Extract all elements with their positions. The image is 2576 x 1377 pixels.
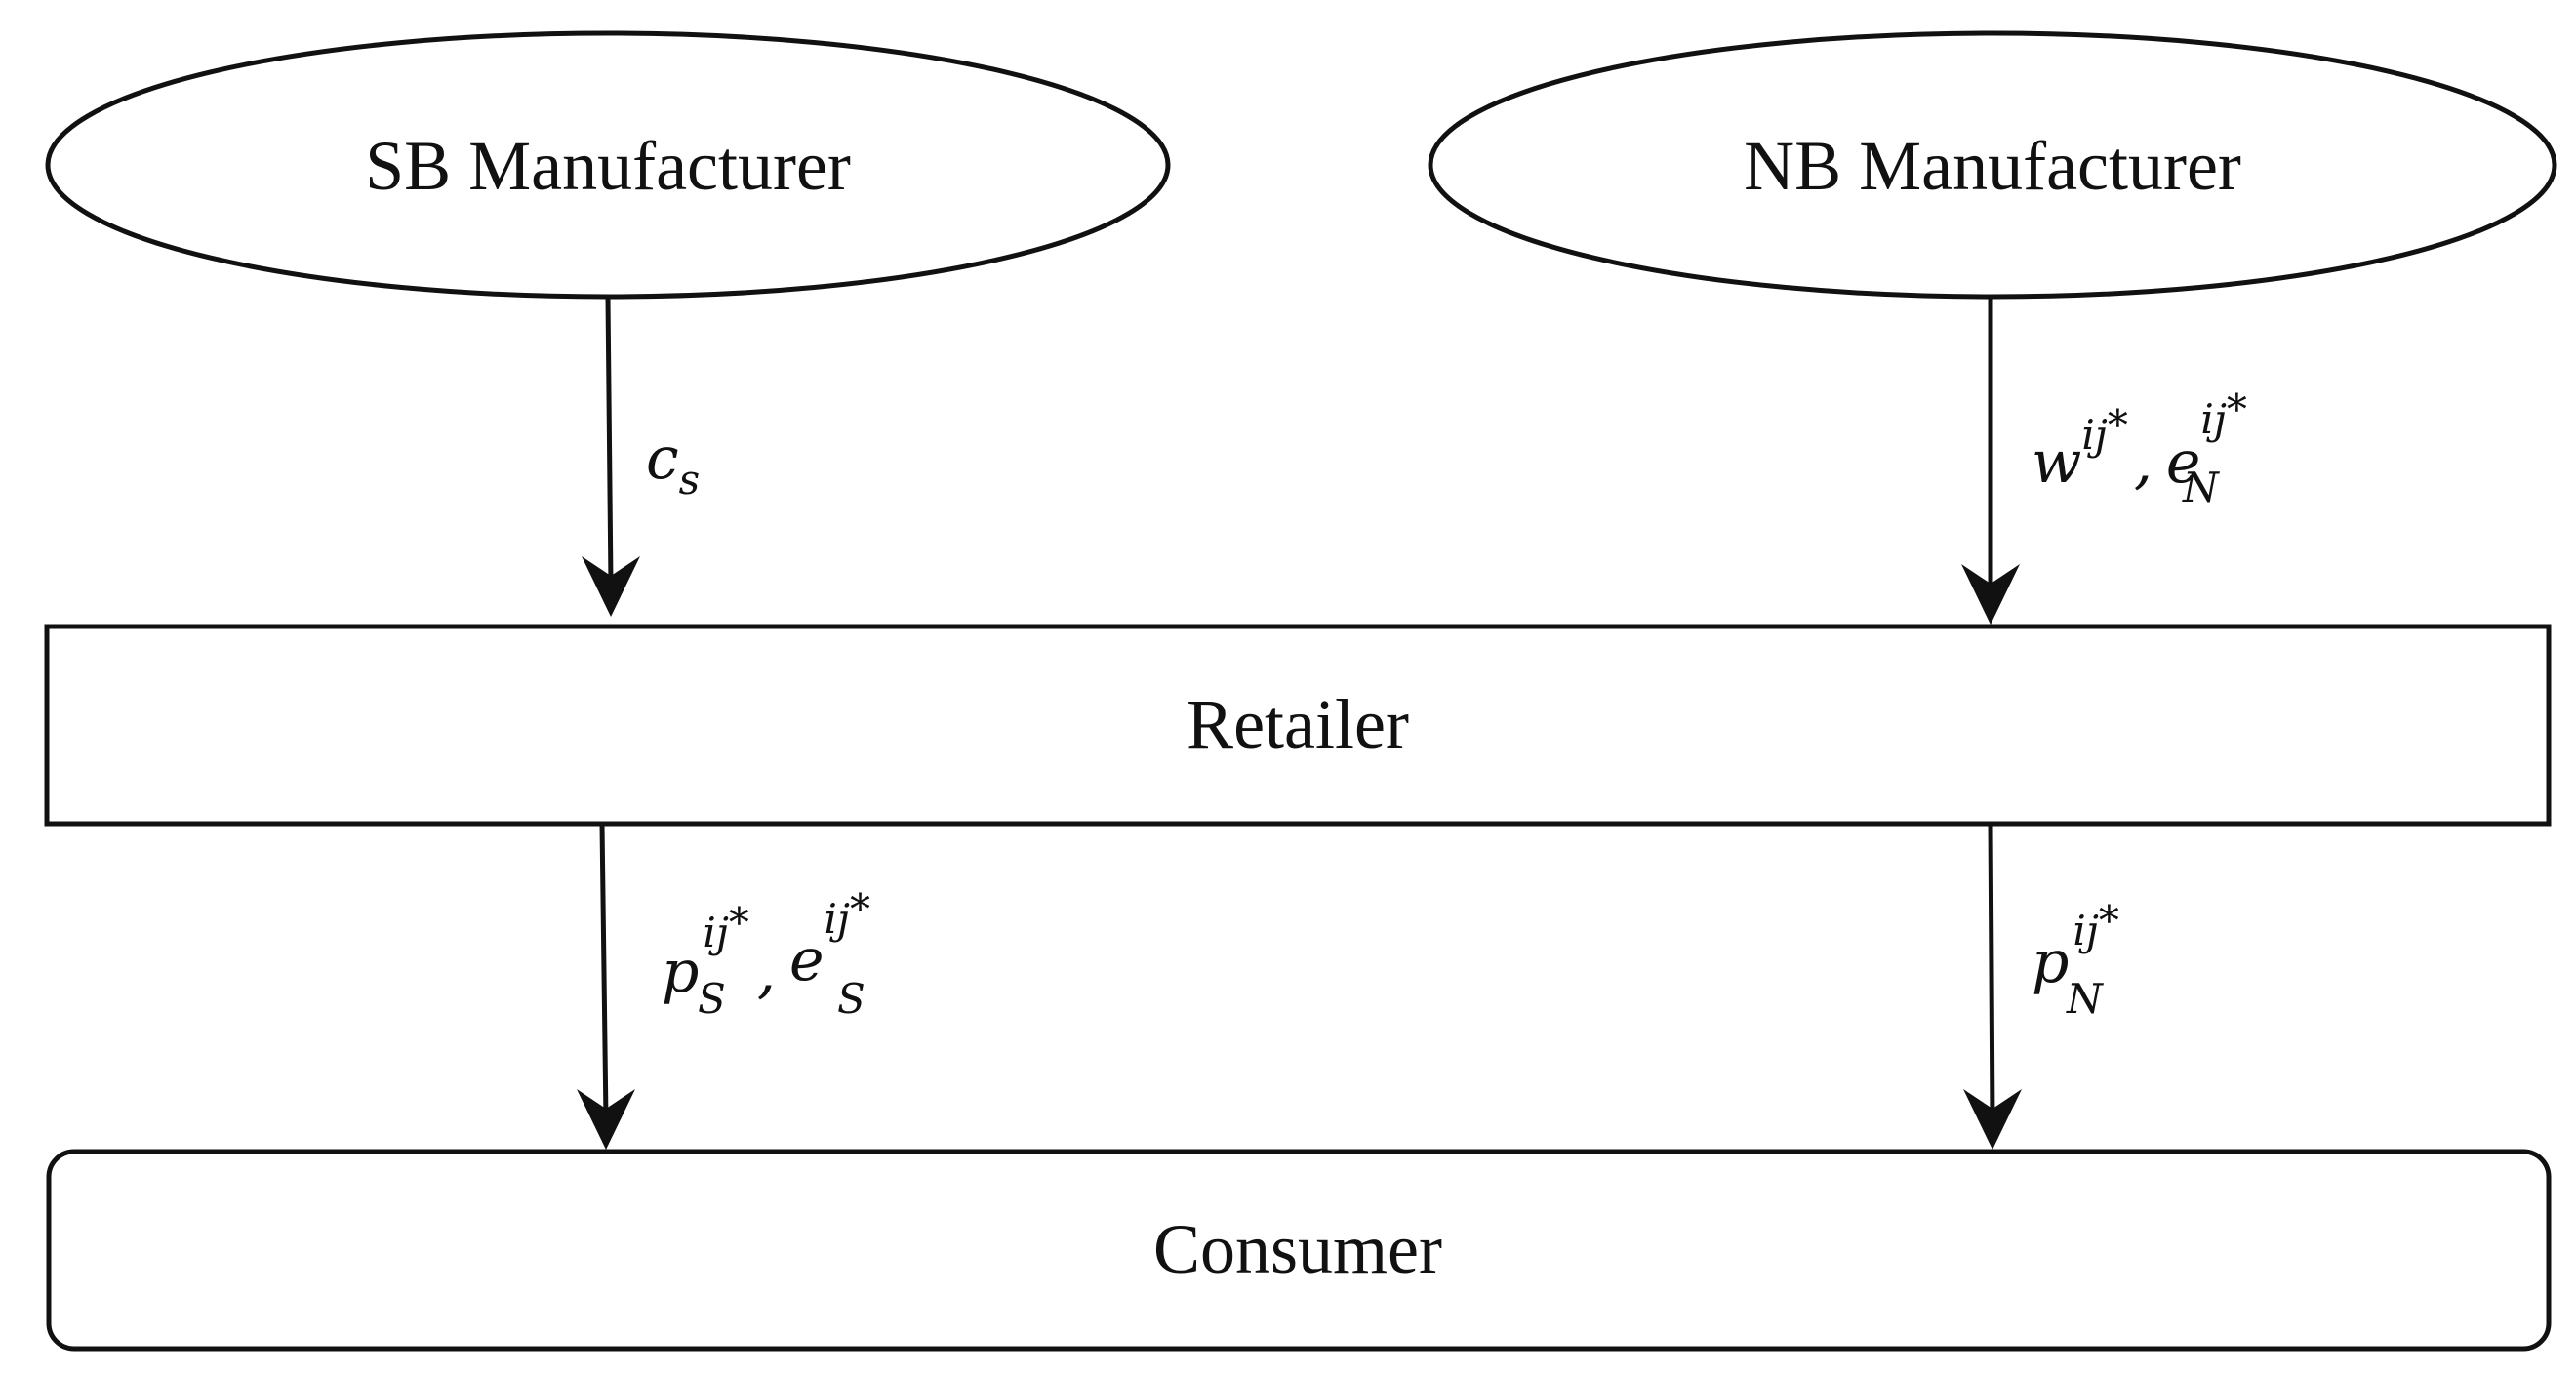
star-p-s: *	[729, 899, 749, 947]
consumer-box	[46, 1149, 2552, 1352]
sub-S-p: S	[698, 975, 726, 1023]
star-e-s: *	[850, 885, 870, 933]
edge-sb-to-retailer	[582, 297, 640, 617]
edge-label-pN: pij*	[2032, 897, 2119, 996]
edge-nb-to-retailer	[1961, 298, 2020, 625]
var-c: c	[646, 425, 679, 493]
nb-manufacturer-ellipse	[1428, 30, 2557, 300]
consumer-node: Consumer	[46, 1149, 2552, 1352]
edge-retailer-to-consumer-s	[577, 823, 635, 1150]
sub-s: s	[679, 456, 701, 504]
sup-ij-p-s: ij	[703, 909, 728, 956]
var-p-n: p	[2032, 928, 2069, 996]
sup-ij-e: ij	[2200, 395, 2226, 443]
comma-separator-2: ,	[757, 938, 776, 1006]
var-p-s: p	[662, 938, 699, 1006]
edge-label-w-eN: wij*,eij*	[2032, 385, 2247, 497]
edge-retailer-to-consumer-n-arrowhead	[1963, 1089, 2022, 1150]
retailer-node: Retailer	[44, 624, 2552, 827]
sub-N-p: N	[2066, 975, 2104, 1023]
edge-retailer-to-consumer-s-line	[599, 823, 609, 1121]
retailer-label: Retailer	[1187, 685, 1409, 763]
edge-sb-to-retailer-arrowhead	[582, 556, 640, 617]
retailer-box	[44, 624, 2552, 827]
star-e: *	[2227, 385, 2247, 433]
edge-label-pS-eS: pij*,eij*	[662, 885, 870, 1006]
sub-S-e: S	[837, 975, 865, 1023]
var-e-s: e	[789, 926, 825, 994]
nb-manufacturer-label: NB Manufacturer	[1744, 127, 2241, 205]
sb-manufacturer-node: SB Manufacturer	[45, 30, 1171, 300]
sb-manufacturer-ellipse	[45, 30, 1171, 300]
star-p-n: *	[2099, 897, 2119, 945]
sup-ij-w: ij	[2081, 411, 2107, 459]
edge-retailer-to-consumer-n-line	[1988, 823, 1995, 1121]
sup-ij-e-s: ij	[824, 895, 849, 943]
edge-sb-to-retailer-line	[605, 297, 614, 587]
sup-ij-p-n: ij	[2073, 907, 2098, 954]
star-w: *	[2108, 401, 2128, 449]
edge-retailer-to-consumer-n	[1963, 823, 2022, 1150]
edge-retailer-to-consumer-s-arrowhead	[577, 1089, 635, 1150]
sub-N-e: N	[2182, 464, 2220, 511]
var-w: w	[2032, 428, 2081, 497]
comma-separator: ,	[2134, 428, 2153, 497]
consumer-label: Consumer	[1153, 1210, 1442, 1288]
var-e: e	[2166, 428, 2201, 497]
edge-nb-to-retailer-arrowhead	[1961, 564, 2020, 625]
nb-manufacturer-node: NB Manufacturer	[1428, 30, 2557, 300]
edge-label-cs: cs	[646, 425, 700, 504]
sb-manufacturer-label: SB Manufacturer	[365, 127, 851, 205]
